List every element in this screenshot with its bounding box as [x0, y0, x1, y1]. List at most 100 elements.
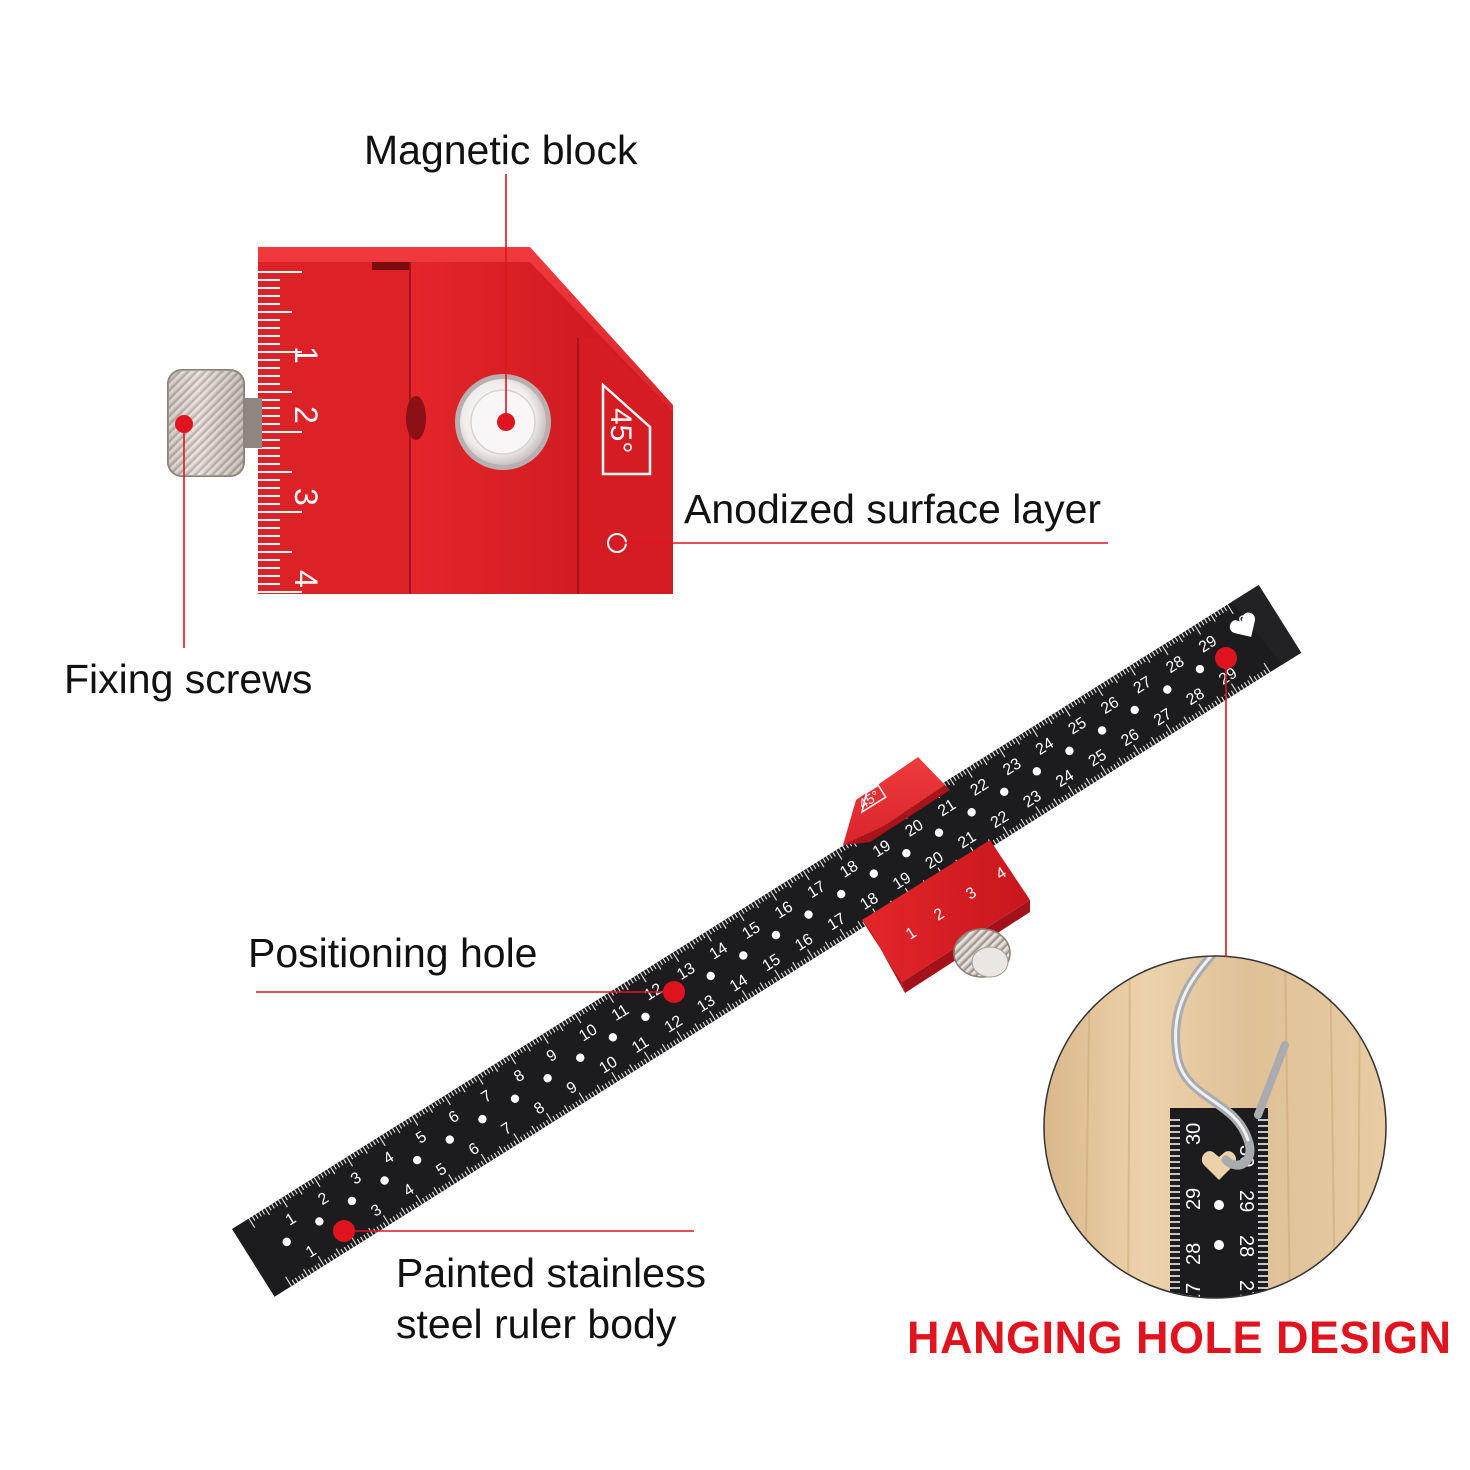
ruler-top-number: 13 [674, 960, 698, 984]
ruler-bottom-number: 19 [890, 869, 914, 893]
ruler-bottom-number: 13 [694, 992, 718, 1016]
block-scale-number: 4 [288, 570, 324, 588]
ruler-top-number: 21 [935, 796, 959, 820]
ruler-positioning-hole [543, 1074, 552, 1083]
ruler-bottom-number: 12 [662, 1013, 686, 1037]
ruler-positioning-hole [315, 1217, 324, 1226]
ruler-bottom-number: 18 [857, 890, 881, 914]
ruler-top-number: 15 [739, 919, 763, 943]
ruler-positioning-hole [1163, 685, 1172, 694]
ruler-top-number: 10 [576, 1021, 600, 1045]
ruler-top-number: 23 [1000, 755, 1024, 779]
angle-mark: 45° [604, 408, 637, 453]
angle-badge: 45° [601, 382, 652, 476]
callout-dot-screw [175, 415, 193, 433]
ruler-bottom-number: 10 [596, 1053, 620, 1077]
ruler-top-number: 18 [837, 858, 861, 882]
ruler-top-number: 26 [1098, 694, 1122, 718]
headline-hanging-hole-design: HANGING HOLE DESIGN [907, 1312, 1452, 1363]
block-scale-number: 2 [288, 406, 324, 424]
ruler-positioning-hole [739, 951, 748, 960]
ruler-positioning-hole [1130, 705, 1139, 715]
hanging-inset: 30 29 28 27 30 29 28 27 [1043, 955, 1387, 1302]
ruler-positioning-hole [1065, 746, 1074, 756]
label-painted-line1: Painted stainless [396, 1250, 706, 1296]
ruler-bottom-number: 25 [1086, 747, 1110, 771]
ruler-positioning-hole [771, 930, 781, 940]
callout-lines [183, 174, 1227, 1232]
ruler-top-number: 14 [707, 939, 731, 963]
ruler-bottom-number: 28 [1184, 685, 1208, 709]
ruler-bottom-number: 11 [629, 1034, 652, 1057]
ruler-bottom-number: 23 [1020, 787, 1044, 811]
ruler-bottom-number: 26 [1118, 726, 1142, 750]
inset-number: 29 [1235, 1190, 1257, 1212]
ruler-bottom-number: 15 [760, 951, 784, 975]
ruler-body [232, 584, 1302, 1297]
ruler-bottom-number: 29 [1216, 665, 1240, 689]
ruler-top-number: 16 [772, 898, 796, 922]
knurled-thumb-screw-icon [167, 369, 262, 477]
ruler-positioning-hole [1032, 767, 1042, 776]
ruler-bottom-number: 17 [825, 910, 849, 934]
ruler-top-number: 20 [902, 817, 926, 841]
ruler-positioning-hole [967, 808, 976, 817]
block-closeup: 1 2 3 4 45° [167, 247, 673, 594]
ruler-assembly: 1234567891011121314151617181920212223242… [232, 584, 1302, 1297]
ruler-positioning-hole [804, 910, 813, 919]
ruler-top-number: 17 [805, 878, 829, 902]
ruler-bottom-number: 14 [727, 972, 751, 996]
ruler-bottom-number: 20 [923, 849, 947, 873]
ruler-positioning-hole [706, 971, 715, 981]
ruler-positioning-hole [445, 1135, 454, 1144]
ruler-bottom-number: 24 [1053, 767, 1077, 791]
ruler-positioning-hole [282, 1237, 291, 1247]
callout-dot-ruler-body [333, 1220, 355, 1242]
ruler-positioning-hole [869, 869, 878, 878]
label-fixing-screws: Fixing screws [64, 656, 313, 702]
ruler-positioning-hole [608, 1033, 618, 1042]
ruler-positioning-hole [934, 828, 944, 837]
ruler-slider-block: 1 2 3 4 [862, 840, 1030, 993]
inset-number: 29 [1183, 1188, 1205, 1210]
ruler-hanging-hole [1229, 612, 1255, 637]
inset-number: 28 [1183, 1243, 1205, 1265]
block-scale-number: 1 [288, 346, 324, 364]
ruler-bottom-number: 27 [1151, 706, 1175, 730]
ruler-top-number: 28 [1163, 653, 1187, 677]
ruler-bottom-number: 22 [988, 808, 1012, 832]
ruler-bottom-number: 16 [792, 931, 816, 955]
inset-number: 27 [1235, 1280, 1257, 1302]
ruler-positioning-hole [1000, 787, 1009, 797]
ruler-positioning-hole [576, 1053, 585, 1062]
callout-dots [175, 413, 1237, 1242]
ruler-positioning-hole [641, 1012, 650, 1022]
ruler-top-number: 25 [1065, 714, 1089, 738]
ruler-bottom-number: 21 [955, 828, 979, 852]
ruler-top-number: 24 [1033, 735, 1057, 759]
callout-dot-positioning-hole [663, 981, 685, 1003]
inset-number: 30 [1183, 1123, 1205, 1145]
slider-screw-icon [953, 928, 1011, 978]
ruler-top-number: 11 [609, 1001, 632, 1024]
ruler-positioning-hole [510, 1094, 520, 1103]
callout-dot-magnet [497, 413, 515, 431]
block-scale-number: 3 [288, 488, 324, 506]
label-anodized-surface: Anodized surface layer [684, 486, 1102, 532]
label-painted-line2: steel ruler body [396, 1301, 677, 1348]
ruler-positioning-hole [412, 1155, 422, 1165]
ruler-positioning-hole [347, 1196, 357, 1206]
ruler-positioning-hole [1195, 664, 1205, 674]
label-positioning-hole: Positioning hole [248, 930, 538, 976]
callout-dot-hanging-hole [1215, 647, 1237, 669]
label-painted-ruler-body: Painted stainless steel ruler body [396, 1248, 706, 1351]
inset-number: 28 [1235, 1235, 1257, 1257]
label-magnetic-block: Magnetic block [364, 127, 638, 173]
ruler-positioning-hole [478, 1114, 487, 1124]
ruler-positioning-hole [380, 1176, 389, 1185]
ruler-positioning-hole [1097, 726, 1107, 735]
ruler-top-number: 22 [968, 776, 992, 800]
ruler-top-number: 19 [870, 837, 894, 861]
ruler-top-number: 27 [1131, 673, 1155, 697]
